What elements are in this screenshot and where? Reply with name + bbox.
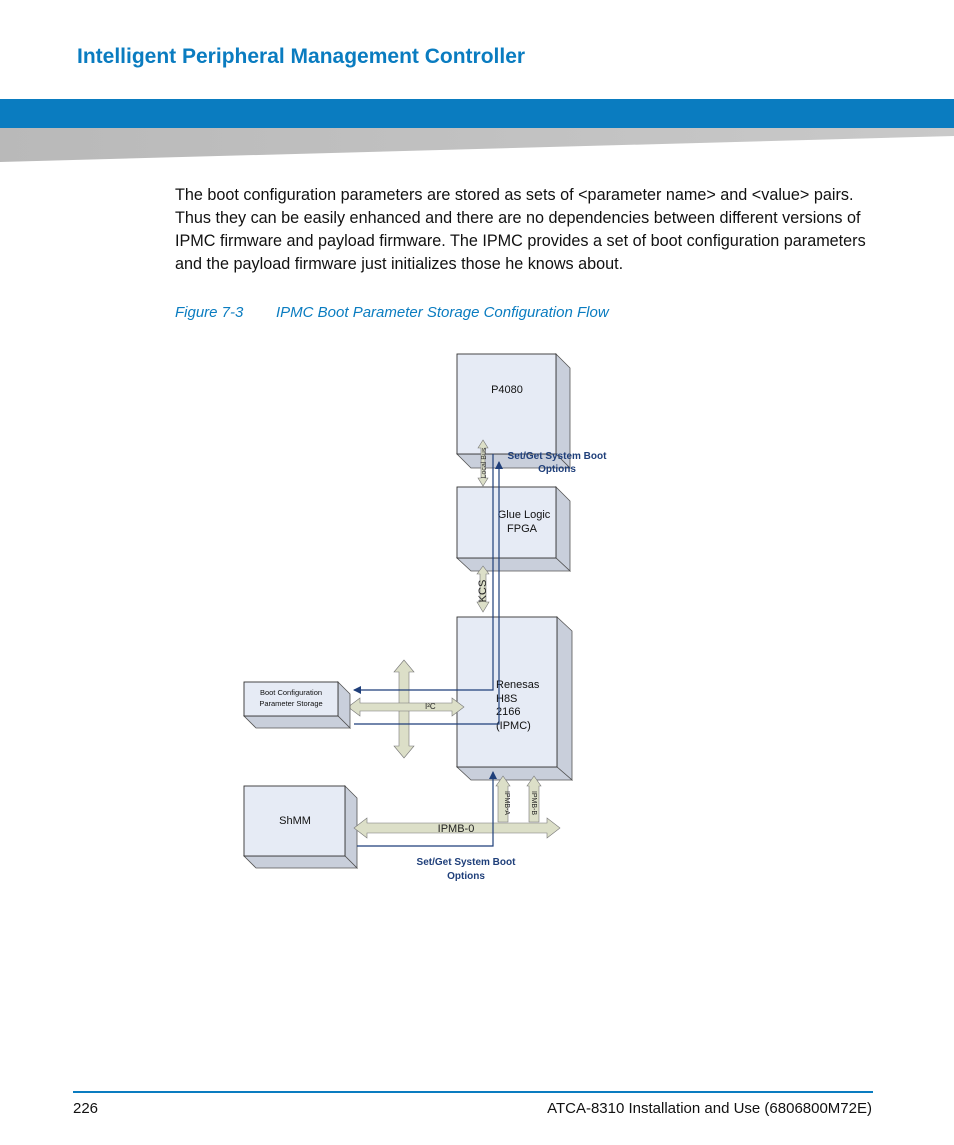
i2c-bus: I²C [347, 697, 465, 717]
glue-logic-label: Glue Logic [498, 509, 551, 521]
parameter-storage-label: Parameter Storage [259, 699, 322, 708]
p4080-label: P4080 [491, 384, 523, 396]
ipmb-0-label: IPMB-0 [438, 823, 475, 835]
flow-arrow-to-storage [353, 454, 494, 694]
bottom-annotation-line1: Set/Get System Boot [417, 857, 517, 868]
boot-parameter-flow-diagram: P4080 Local Bus Set/Get System Boot Opti… [243, 353, 608, 882]
ipmb-0-bus: IPMB-0 [353, 817, 561, 839]
kcs-label: KCS [477, 580, 489, 603]
document-title: ATCA-8310 Installation and Use (6806800M… [547, 1100, 872, 1117]
h8s-label: H8S [496, 693, 517, 705]
top-annotation-line2: Options [538, 464, 576, 475]
glue-logic-block: Glue Logic FPGA [455, 486, 572, 572]
figure-title: IPMC Boot Parameter Storage Configuratio… [276, 304, 609, 321]
figure-caption: Figure 7-3 IPMC Boot Parameter Storage Co… [175, 304, 775, 321]
kcs-bus: KCS [476, 565, 490, 613]
ipmb-a-label: IPMB-A [503, 791, 510, 815]
ipmc-label: (IPMC) [496, 720, 531, 732]
local-bus: Local Bus [477, 439, 489, 487]
fpga-label: FPGA [507, 523, 538, 535]
local-bus-label: Local Bus [481, 447, 488, 478]
boot-config-label: Boot Configuration [260, 688, 322, 697]
header-grey-wedge [0, 128, 954, 162]
ipmb-a-bus: IPMB-A [495, 775, 511, 823]
model-label: 2166 [496, 706, 520, 718]
flow-arrow-to-ipmc [357, 771, 497, 847]
figure-number: Figure 7-3 [175, 304, 244, 321]
renesas-ipmc-block: Renesas H8S 2166 (IPMC) [455, 616, 574, 781]
shmm-block: ShMM [243, 785, 358, 869]
ipmb-b-label: IPMB-B [530, 791, 537, 815]
flow-arrows [353, 454, 503, 847]
body-paragraph: The boot configuration parameters are st… [175, 186, 866, 273]
i2c-label: I²C [425, 702, 436, 711]
top-annotation-line1: Set/Get System Boot [508, 451, 608, 462]
section-title: Intelligent Peripheral Management Contro… [0, 40, 954, 74]
shmm-label: ShMM [279, 815, 311, 827]
renesas-label: Renesas [496, 679, 540, 691]
footer-rule [73, 1091, 873, 1093]
bottom-annotation-line2: Options [447, 871, 485, 882]
header-blue-bar [0, 99, 954, 128]
flow-arrow-to-p4080 [354, 461, 503, 725]
page-number: 226 [73, 1100, 99, 1117]
boot-config-storage-block: Boot Configuration Parameter Storage [243, 681, 351, 729]
ipmb-b-bus: IPMB-B [526, 775, 542, 823]
